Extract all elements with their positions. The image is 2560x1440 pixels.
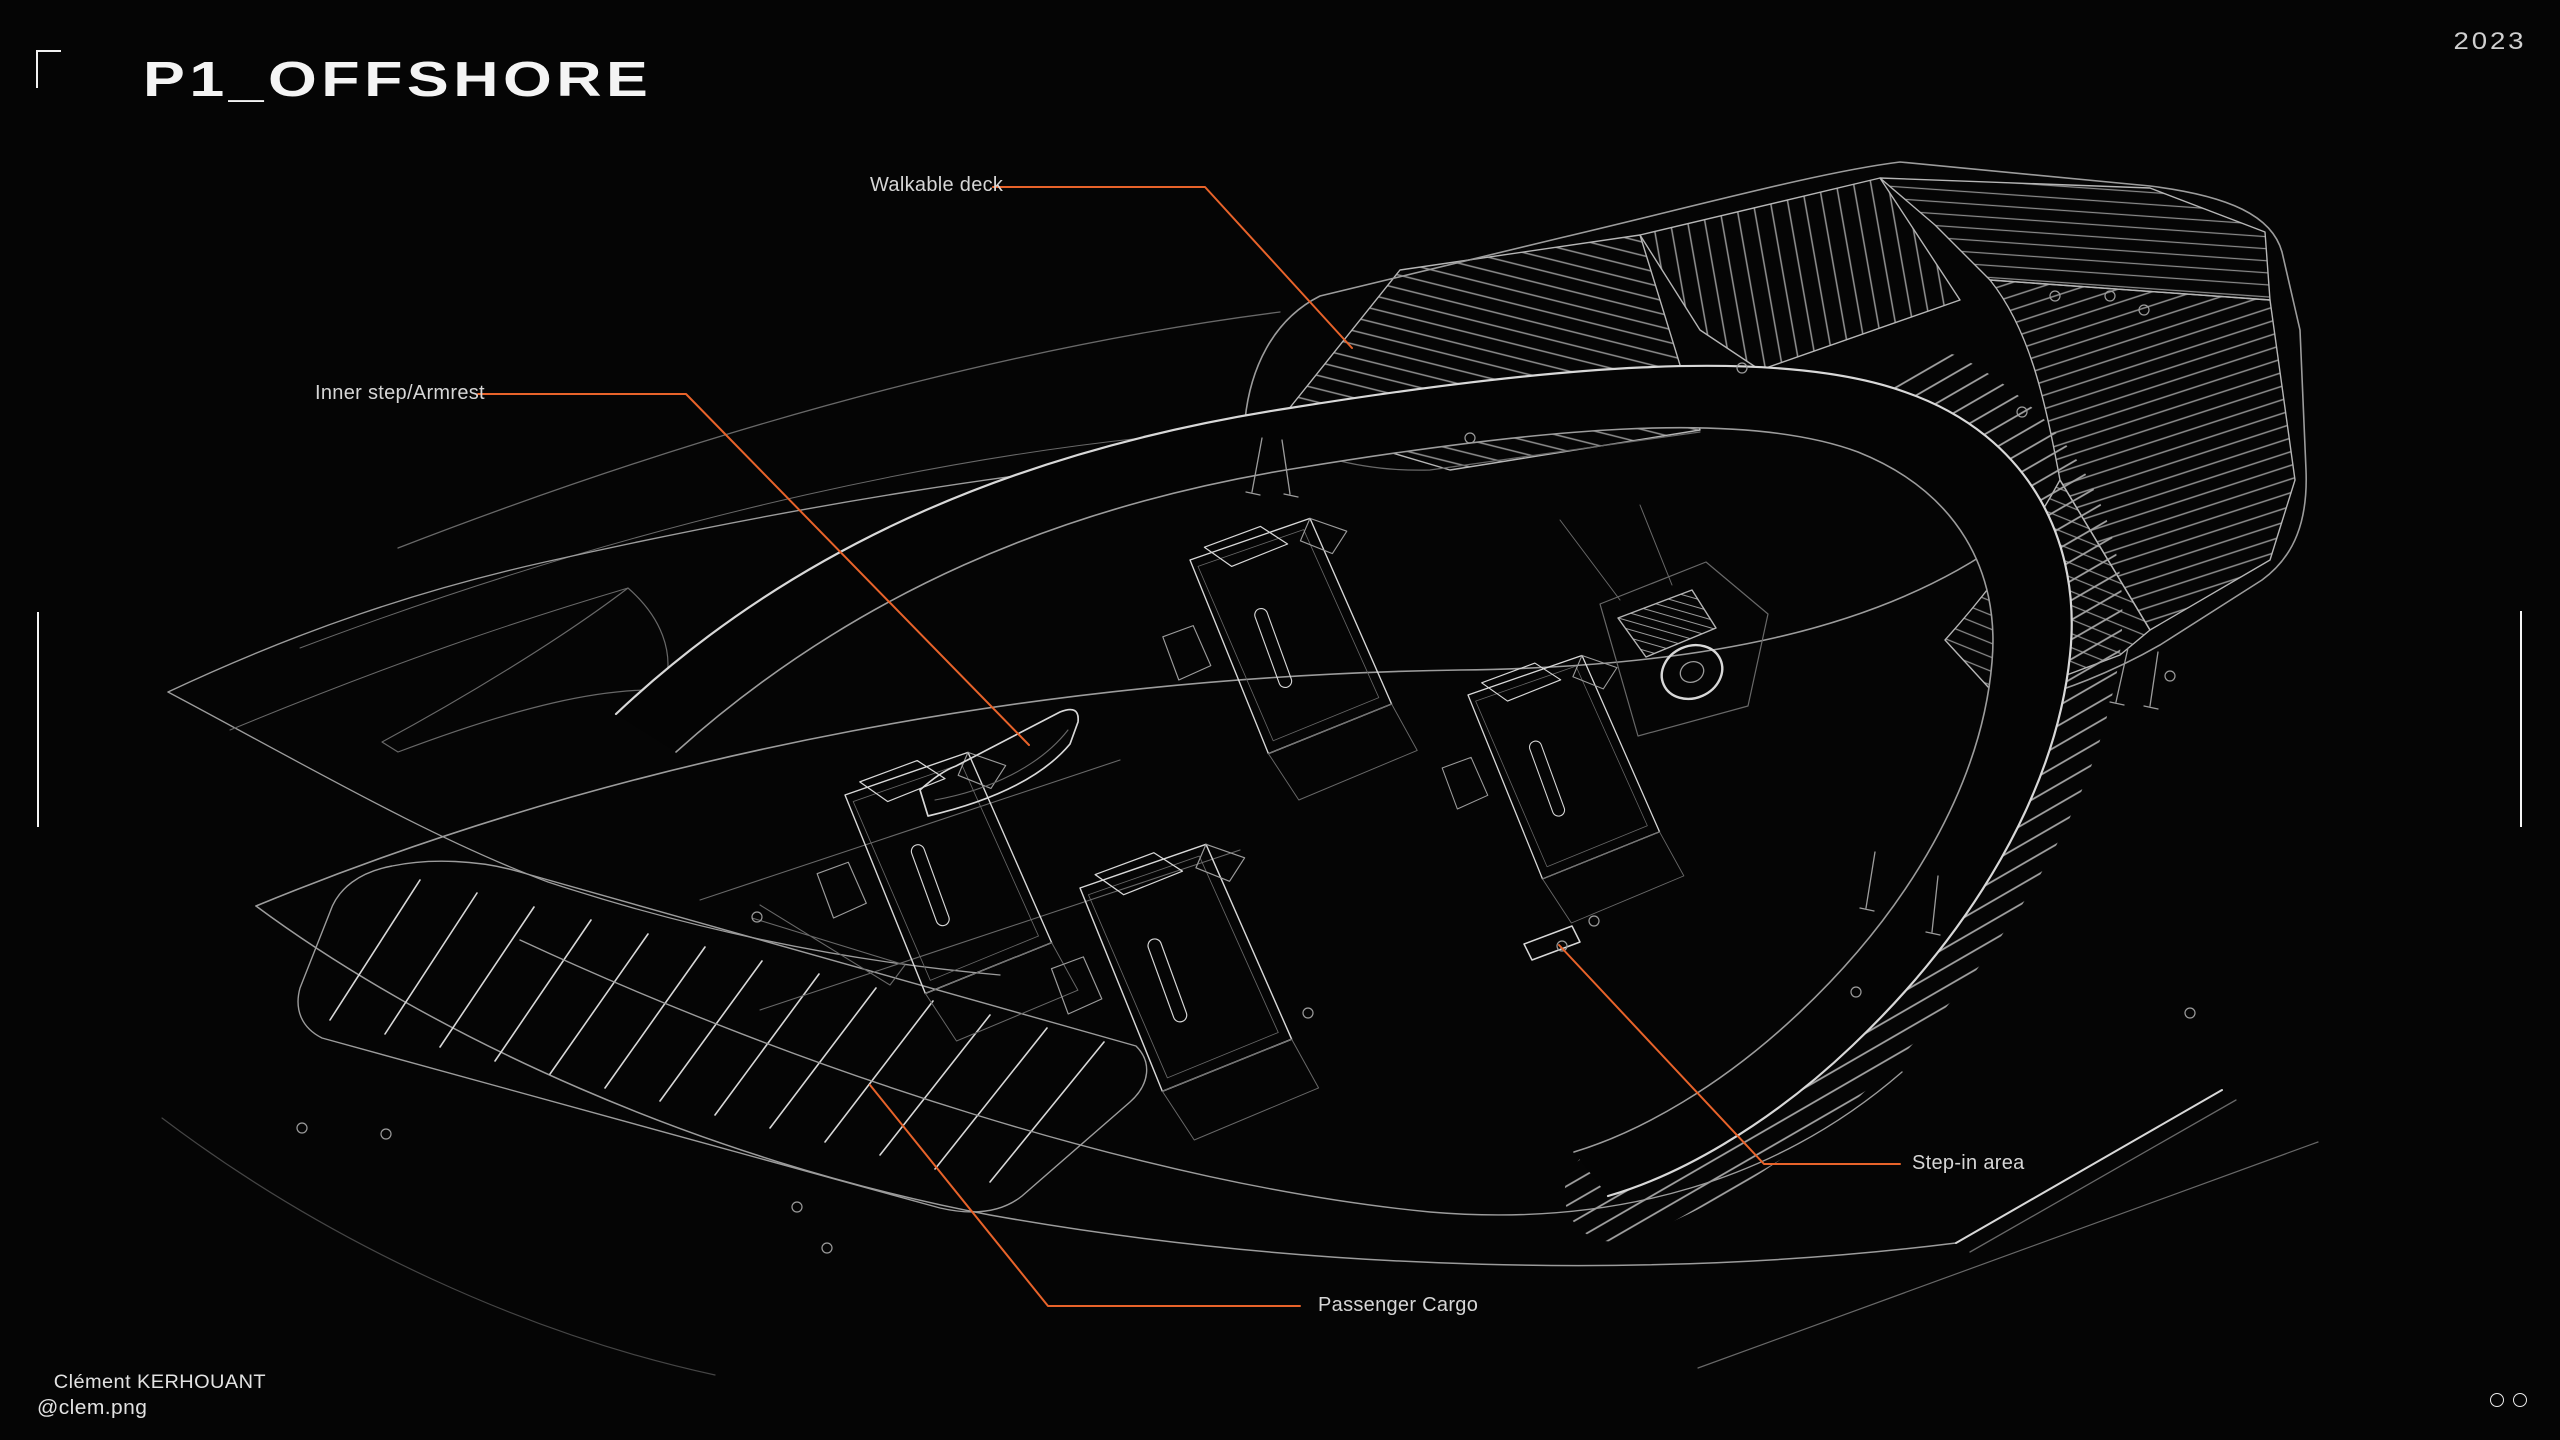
pagination-dot-icon[interactable] xyxy=(2490,1393,2504,1407)
author-name: Clément KERHOUANT xyxy=(53,1372,267,1393)
year-label: 2023 xyxy=(2453,28,2526,55)
left-edge-rule xyxy=(37,612,39,827)
helm-console xyxy=(1559,504,1769,737)
author-handle: @clem.png xyxy=(37,1397,148,1419)
annotation-label-passenger-cargo: Passenger Cargo xyxy=(1318,1294,1479,1316)
leader-inner-step xyxy=(477,393,1030,746)
bow-louver-vents xyxy=(297,860,1148,1213)
deck-legs xyxy=(1245,437,2159,936)
cockpit-coaming xyxy=(614,364,2073,1198)
annotation-label-step-in-area: Step-in area xyxy=(1912,1152,2025,1174)
page-title: P1_OFFSHORE xyxy=(143,50,653,107)
corner-bracket-icon xyxy=(36,50,61,88)
cockpit-interior-lines xyxy=(519,759,1903,1216)
side-panel xyxy=(381,587,669,753)
cockpit-seats xyxy=(816,517,1685,1141)
leader-walkable-deck xyxy=(992,186,1353,349)
credits: Clément KERHOUANT @clem.png xyxy=(37,1372,266,1420)
right-edge-rule xyxy=(2520,611,2522,827)
leader-step-in-area xyxy=(1558,944,1901,1165)
pagination-dots xyxy=(2490,1393,2527,1407)
hull-lines xyxy=(161,311,2319,1376)
bolt-circles xyxy=(296,290,2196,1254)
annotation-label-inner-step-armrest: Inner step/Armrest xyxy=(315,382,485,404)
leader-passenger-cargo xyxy=(869,1084,1301,1307)
inner-step-armrest xyxy=(919,708,1080,817)
pagination-dot-icon[interactable] xyxy=(2513,1393,2527,1407)
step-in-plate xyxy=(1523,925,1581,961)
leader-lines xyxy=(477,186,1901,1307)
annotation-label-walkable-deck: Walkable deck xyxy=(870,174,1004,196)
